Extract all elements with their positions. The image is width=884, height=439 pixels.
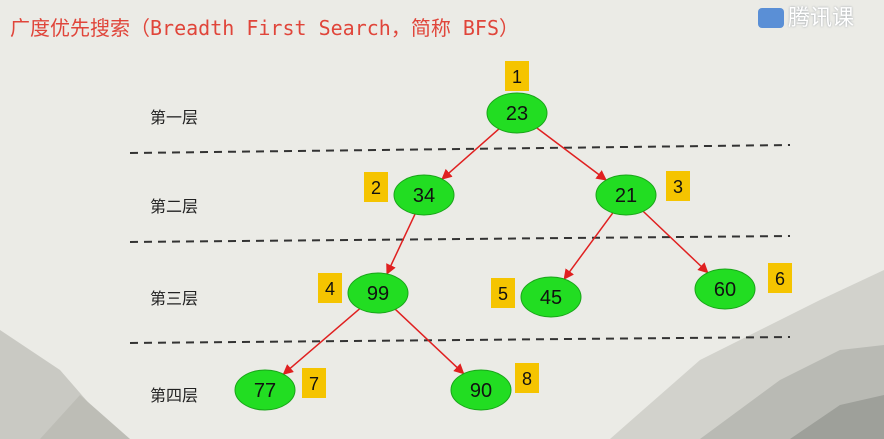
edge-99-90 <box>394 308 465 375</box>
badge-box <box>318 273 342 303</box>
layer-label-2: 第二层 <box>150 197 199 216</box>
order-badge-3: 3 <box>666 171 690 201</box>
badge-number: 8 <box>522 369 532 389</box>
badge-box <box>666 171 690 201</box>
badge-number: 4 <box>325 279 335 299</box>
node-value: 60 <box>714 279 736 301</box>
node-ellipse <box>520 276 582 318</box>
tree-node-45: 45 <box>520 276 582 318</box>
badge-number: 6 <box>775 269 785 289</box>
tree-edges <box>282 127 709 375</box>
order-badge-6: 6 <box>768 263 792 293</box>
tree-node-90: 90 <box>450 369 512 411</box>
edge-23-34 <box>441 128 500 180</box>
order-badge-1: 1 <box>505 61 529 91</box>
badge-box <box>515 363 539 393</box>
layer-label-3: 第三层 <box>150 289 199 308</box>
separator-line <box>129 235 791 243</box>
separator-line <box>129 336 791 344</box>
node-ellipse <box>347 272 409 314</box>
badge-number: 7 <box>309 374 319 394</box>
node-value: 90 <box>470 380 492 402</box>
edge-99-77 <box>282 308 361 375</box>
node-ellipse <box>393 174 455 216</box>
badge-box <box>302 368 326 398</box>
node-ellipse <box>234 369 296 411</box>
node-value: 23 <box>506 103 528 125</box>
play-icon <box>758 8 784 28</box>
watermark-text: 腾讯课 <box>788 6 855 31</box>
node-value: 34 <box>413 185 435 207</box>
badge-number: 3 <box>673 177 683 197</box>
order-badge-8: 8 <box>515 363 539 393</box>
layer-label-1: 第一层 <box>150 108 199 127</box>
badge-box <box>491 278 515 308</box>
separator-line <box>129 144 791 154</box>
badge-number: 1 <box>512 67 522 87</box>
tree-node-21: 21 <box>595 174 657 216</box>
node-ellipse <box>450 369 512 411</box>
order-badge-4: 4 <box>318 273 342 303</box>
node-value: 99 <box>367 283 389 305</box>
tree-node-23: 23 <box>486 92 548 134</box>
edge-23-21 <box>536 127 607 181</box>
edge-34-99 <box>386 213 416 275</box>
node-value: 45 <box>540 287 562 309</box>
order-badge-5: 5 <box>491 278 515 308</box>
slide-title: 广度优先搜索（Breadth First Search，简称 BFS） <box>10 16 519 40</box>
tree-node-99: 99 <box>347 272 409 314</box>
tree-node-60: 60 <box>694 268 756 310</box>
layer-label-4: 第四层 <box>150 386 199 405</box>
layer-separators <box>129 144 791 344</box>
badge-box <box>505 61 529 91</box>
badge-number: 2 <box>371 178 381 198</box>
node-value: 21 <box>615 185 637 207</box>
badge-box <box>768 263 792 293</box>
order-badge-2: 2 <box>364 172 388 202</box>
edge-21-45 <box>563 212 614 280</box>
order-badge-7: 7 <box>302 368 326 398</box>
watermark-logo: 腾讯课 <box>758 0 854 32</box>
badge-box <box>364 172 388 202</box>
edge-21-60 <box>642 210 709 274</box>
tree-node-34: 34 <box>393 174 455 216</box>
node-ellipse <box>694 268 756 310</box>
node-ellipse <box>486 92 548 134</box>
tree-node-77: 77 <box>234 369 296 411</box>
node-value: 77 <box>254 380 276 402</box>
badge-number: 5 <box>498 284 508 304</box>
node-ellipse <box>595 174 657 216</box>
